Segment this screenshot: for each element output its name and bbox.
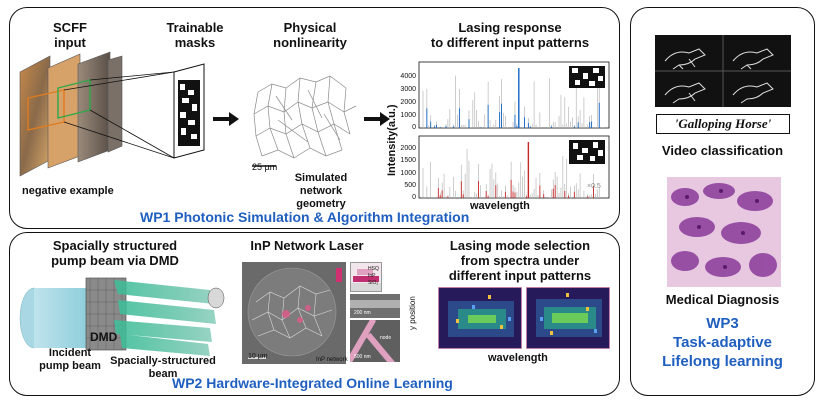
layer-inp: InP — [368, 273, 376, 279]
histology-image — [667, 177, 781, 287]
layer-sio2: SiO₂ — [368, 280, 379, 286]
wp1-wavelength-label: wavelength — [470, 200, 530, 212]
tick-top-2: 2000 — [400, 99, 416, 106]
wp3-panel — [630, 7, 815, 396]
incident-beam-label: Incident pump beam — [39, 347, 101, 372]
wp2-wavelength-label: wavelength — [488, 352, 548, 364]
tick-bot-3: 500 — [404, 182, 416, 189]
wp3-title: WP3 Task-adaptive Lifelong learning — [662, 315, 783, 370]
sem-inset-node — [350, 320, 400, 362]
header-trainable-masks: Trainable masks — [166, 20, 224, 50]
galloping-horse-caption: 'Galloping Horse' — [656, 114, 790, 134]
mode-heatmap-1 — [438, 287, 522, 349]
lasing-spectra: Intensity(a.u.) 4000 3000 2000 1000 0 20… — [386, 61, 610, 201]
tick-top-3: 1000 — [400, 112, 416, 119]
header-physical-nonlinearity: Physical nonlinearity — [273, 20, 347, 50]
header-lasing-response: Lasing response to different input patte… — [430, 20, 590, 50]
video-classification-label: Video classification — [661, 143, 784, 158]
arrow-masks-to-nonlinearity — [213, 112, 239, 126]
header-pump-beam: Spacially structured pump beam via DMD — [51, 238, 179, 268]
arrow-nonlinearity-to-lasing — [364, 112, 390, 126]
cat-image-stack — [19, 51, 205, 177]
tick-bot-1: 1500 — [400, 157, 416, 164]
galloping-horse-frames — [655, 35, 791, 107]
top-yticks: 4000 3000 2000 1000 0 — [400, 73, 416, 131]
wp2-panel — [9, 232, 620, 396]
cross-section-inset — [350, 262, 382, 292]
header-scff-input: SCFF input — [53, 20, 87, 50]
structured-beam-label: Spacially-structured beam — [110, 355, 216, 380]
header-inp-network-laser: InP Network Laser — [250, 238, 364, 253]
layer-hsq: HSQ — [368, 266, 379, 272]
wp2-title: WP2 Hardware-Integrated Online Learning — [172, 375, 453, 391]
tick-bot-2: 1000 — [400, 170, 416, 177]
tick-top-1: 3000 — [400, 86, 416, 93]
tick-top-4: 0 — [412, 124, 416, 131]
scale-annotation: ×0.5 — [587, 183, 601, 190]
header-mode-selection: Lasing mode selection from spectra under… — [448, 238, 592, 283]
tick-bot-0: 2000 — [400, 145, 416, 152]
wp1-title: WP1 Photonic Simulation & Algorithm Inte… — [140, 209, 470, 225]
bottom-yticks: 2000 1500 1000 500 0 — [400, 145, 416, 201]
medical-diagnosis-label: Medical Diagnosis — [665, 292, 780, 307]
y-position-label: y position — [408, 296, 417, 330]
simulated-geometry-label: Simulated network geometry — [294, 172, 348, 210]
wp1-panel — [9, 7, 620, 229]
scale-200nm: 200 nm — [354, 310, 371, 316]
scale-10um: 10 µm — [248, 353, 268, 360]
tick-top-0: 4000 — [400, 73, 416, 80]
mode-heatmap-2 — [526, 287, 610, 349]
inp-network-label: InP network — [316, 357, 348, 363]
simulated-network-image — [252, 75, 357, 167]
negative-example-label: negative example — [22, 185, 114, 197]
spectra-y-axis-label: Intensity(a.u.) — [386, 104, 398, 176]
dmd-label: DMD — [90, 330, 118, 344]
scale-bar-25um: 25 µm — [252, 162, 278, 172]
scale-500nm: 500 nm — [354, 354, 371, 360]
node-label: node — [380, 335, 392, 341]
inp-network-sem — [242, 262, 346, 364]
dmd-beam-illustration — [19, 277, 225, 356]
sem-inset-200nm — [350, 294, 400, 318]
bottom-spectrum-series — [422, 142, 604, 198]
tick-bot-4: 0 — [412, 194, 416, 201]
